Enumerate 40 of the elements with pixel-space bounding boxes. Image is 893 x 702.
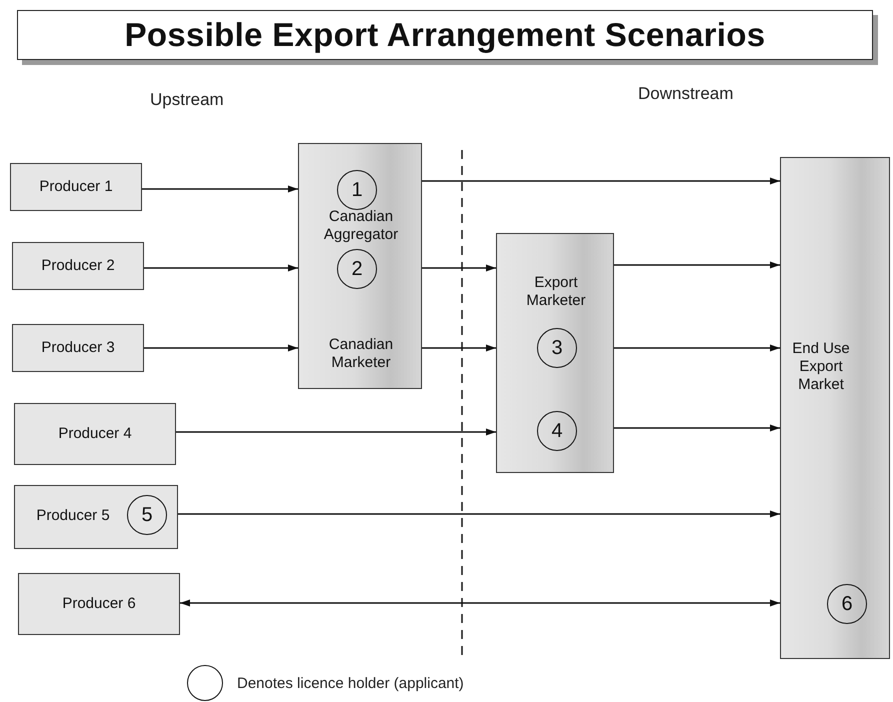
node-label: Producer 2 xyxy=(41,257,115,275)
region-label: Upstream xyxy=(150,90,224,110)
number-circle: 3 xyxy=(537,328,577,368)
arrow xyxy=(614,262,780,268)
process-box xyxy=(12,242,144,290)
number-circle: 5 xyxy=(127,495,167,535)
process-box xyxy=(298,143,422,389)
node-label: Producer 4 xyxy=(58,425,132,443)
node-label: Producer 6 xyxy=(62,595,136,613)
arrow xyxy=(614,424,780,432)
process-box xyxy=(780,157,890,659)
legend-text: Denotes licence holder (applicant) xyxy=(237,674,464,692)
arrow xyxy=(422,264,496,272)
arrow xyxy=(142,186,298,192)
arrow xyxy=(144,344,298,352)
arrow xyxy=(178,510,780,518)
number-circle: 1 xyxy=(337,170,377,210)
node-label: Producer 3 xyxy=(41,339,115,357)
arrow xyxy=(180,600,780,606)
process-box xyxy=(18,573,180,635)
number-circle: 6 xyxy=(827,584,867,624)
process-box xyxy=(14,403,176,465)
node-label: Producer 5 xyxy=(35,507,111,525)
process-box xyxy=(496,233,614,473)
arrow xyxy=(176,428,496,436)
region-label: Downstream xyxy=(638,84,734,104)
arrow xyxy=(614,344,780,352)
node-label: Export Marketer xyxy=(525,274,587,310)
process-box xyxy=(10,163,142,211)
node-label: Canadian Marketer xyxy=(328,336,394,372)
node-label: Producer 1 xyxy=(39,178,113,196)
arrow xyxy=(422,178,780,184)
number-circle: 4 xyxy=(537,411,577,451)
node-label: Canadian Aggregator xyxy=(322,208,400,244)
node-label: End Use Export Market xyxy=(791,340,851,394)
arrow xyxy=(422,344,496,352)
number-circle: 2 xyxy=(337,249,377,289)
process-box xyxy=(12,324,144,372)
arrow xyxy=(144,264,298,272)
process-box xyxy=(14,485,178,549)
